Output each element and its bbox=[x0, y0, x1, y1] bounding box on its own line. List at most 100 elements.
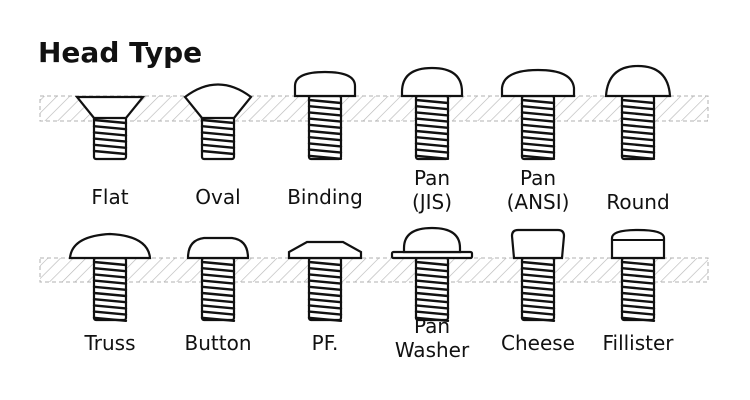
thread-line bbox=[520, 298, 556, 304]
thread-line bbox=[200, 298, 236, 304]
thread-line bbox=[307, 148, 343, 154]
thread-line bbox=[92, 291, 128, 298]
thread-line bbox=[307, 98, 343, 105]
thread-line bbox=[307, 260, 343, 267]
thread-line bbox=[307, 291, 343, 298]
hatched-plate bbox=[39, 257, 709, 283]
thread-line bbox=[307, 279, 343, 285]
thread-line bbox=[414, 310, 450, 316]
screw-round bbox=[604, 64, 672, 161]
thread-line bbox=[620, 135, 656, 142]
label-line: (ANSI) bbox=[506, 190, 570, 214]
thread-line bbox=[520, 279, 556, 285]
thread-line bbox=[414, 148, 450, 154]
label-line: (JIS) bbox=[411, 190, 453, 214]
thread-line bbox=[620, 285, 656, 291]
label-line: Pan bbox=[519, 166, 557, 190]
thread-line bbox=[414, 285, 450, 291]
label-binding: Binding bbox=[287, 185, 363, 209]
label-line: Binding bbox=[287, 185, 363, 209]
thread-line bbox=[92, 267, 128, 273]
thread-line bbox=[520, 285, 556, 291]
thread-line bbox=[200, 149, 236, 156]
thread-line bbox=[414, 298, 450, 304]
screw-head bbox=[402, 226, 462, 254]
label-line: Pan bbox=[413, 166, 451, 190]
thread-line bbox=[414, 273, 450, 279]
thread-line bbox=[620, 123, 656, 130]
thread-line bbox=[620, 298, 656, 304]
thread-line bbox=[414, 117, 450, 123]
screw-button bbox=[186, 236, 250, 322]
thread-line bbox=[200, 310, 236, 316]
label-line: Washer bbox=[394, 338, 470, 362]
label-truss: Truss bbox=[84, 331, 135, 355]
thread-line bbox=[620, 117, 656, 123]
thread-line bbox=[307, 135, 343, 142]
label-line: PF. bbox=[311, 331, 339, 355]
screw-head bbox=[293, 70, 357, 98]
thread-line bbox=[92, 298, 128, 304]
thread-line bbox=[620, 310, 656, 316]
thread-line bbox=[92, 316, 128, 322]
label-pan-ansi: Pan(ANSI) bbox=[507, 166, 570, 214]
thread-line bbox=[414, 291, 450, 298]
thread-line bbox=[414, 142, 450, 148]
thread-line bbox=[620, 304, 656, 310]
screw-head bbox=[287, 240, 363, 260]
thread-line bbox=[307, 142, 343, 148]
thread-line bbox=[620, 291, 656, 298]
thread-line bbox=[620, 154, 656, 161]
thread-line bbox=[200, 316, 236, 322]
screw-fillister bbox=[610, 228, 666, 322]
thread-line bbox=[92, 260, 128, 267]
label-flat: Flat bbox=[91, 185, 128, 209]
label-line: Cheese bbox=[501, 331, 575, 355]
thread-line bbox=[200, 291, 236, 298]
thread-line bbox=[92, 137, 128, 143]
label-line: Truss bbox=[84, 331, 136, 355]
thread-line bbox=[92, 124, 128, 131]
screw-head bbox=[500, 68, 576, 98]
thread-line bbox=[520, 135, 556, 142]
screw-head bbox=[183, 83, 253, 120]
screw-head bbox=[400, 66, 464, 98]
screw-binding bbox=[293, 70, 357, 161]
thread-line bbox=[620, 273, 656, 279]
thread-line bbox=[307, 267, 343, 273]
thread-line bbox=[520, 111, 556, 117]
thread-line bbox=[620, 260, 656, 267]
thread-line bbox=[520, 123, 556, 130]
label-line: Round bbox=[606, 190, 670, 214]
thread-line bbox=[414, 316, 450, 322]
label-pan-jis: Pan(JIS) bbox=[412, 166, 452, 214]
screw-pf bbox=[287, 240, 363, 322]
thread-line bbox=[414, 260, 450, 267]
thread-line bbox=[92, 131, 128, 137]
thread-line bbox=[414, 129, 450, 136]
thread-line bbox=[520, 316, 556, 322]
thread-line bbox=[92, 285, 128, 291]
thread-line bbox=[520, 291, 556, 298]
screw-head bbox=[604, 64, 672, 98]
label-line: Pan bbox=[413, 314, 451, 338]
screw-cheese bbox=[510, 228, 566, 322]
thread-line bbox=[520, 273, 556, 279]
thread-line bbox=[307, 285, 343, 291]
label-oval: Oval bbox=[195, 185, 240, 209]
label-cheese: Cheese bbox=[501, 331, 575, 355]
thread-line bbox=[620, 142, 656, 148]
thread-line bbox=[520, 304, 556, 310]
thread-line bbox=[307, 117, 343, 123]
thread-line bbox=[520, 260, 556, 267]
thread-line bbox=[620, 279, 656, 285]
thread-line bbox=[200, 260, 236, 267]
thread-line bbox=[307, 129, 343, 136]
thread-line bbox=[307, 298, 343, 304]
thread-line bbox=[307, 154, 343, 161]
label-pf: PF. bbox=[312, 331, 339, 355]
thread-line bbox=[414, 304, 450, 310]
thread-line bbox=[92, 143, 128, 150]
label-round: Round bbox=[606, 190, 669, 214]
